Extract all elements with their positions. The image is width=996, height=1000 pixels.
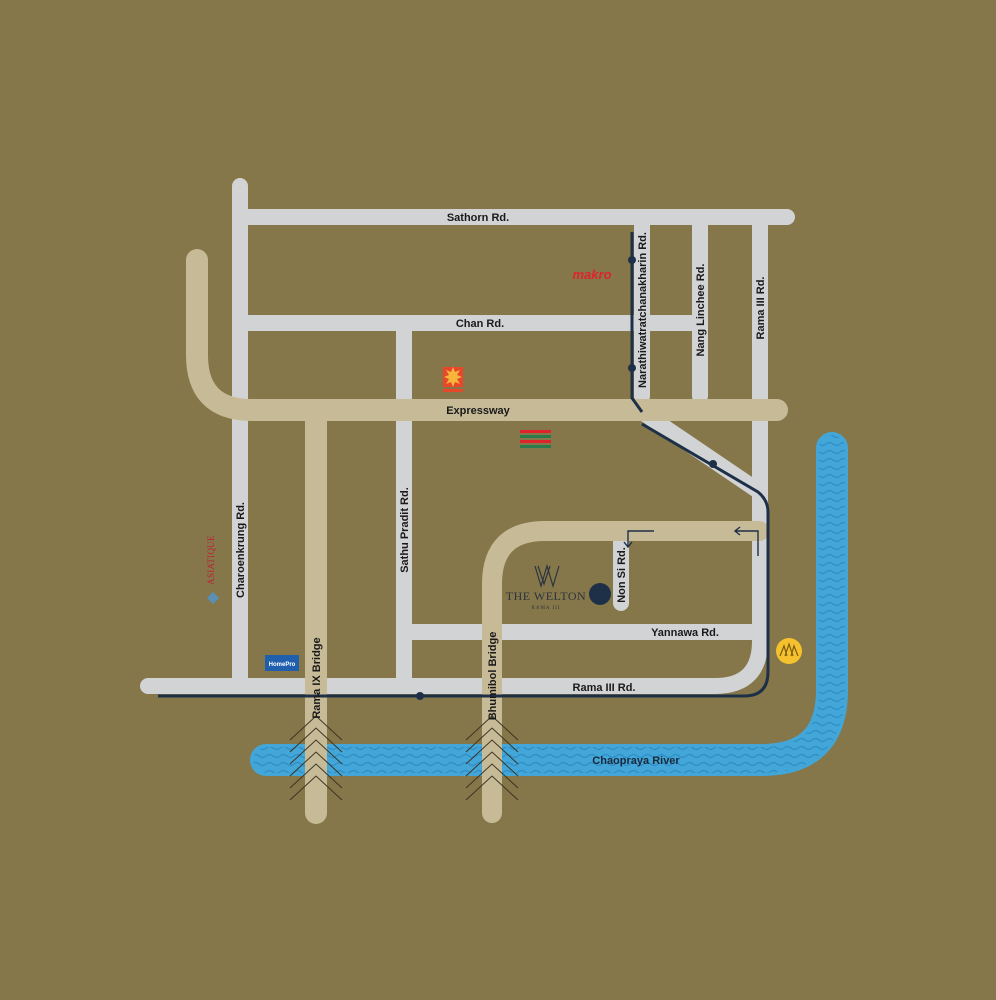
the-welton-landmark: THE WELTON RAMA III [506,563,611,611]
asiatique-ferris-icon [207,592,219,604]
non-si-road-label: Non Si Rd. [616,547,628,603]
welton-subtitle: RAMA III [532,606,561,611]
diagonal-road [634,404,768,500]
chan-road-label: Chan Rd. [456,318,504,330]
rama3-road-label: Rama III Rd. [573,682,636,694]
lotus-mall-logo-icon [520,430,551,448]
expressway-label: Expressway [446,405,510,417]
chaopraya-river [250,432,848,776]
nang-linchee-road-label: Nang Linchee Rd. [695,264,707,357]
bhumibol-bridge-label: Bhumibol Bridge [487,632,499,721]
transit-station [628,256,636,264]
narathiwat-road-label: Narathiwatratchanakharin Rd. [637,232,649,388]
transit-stations [416,256,717,700]
expressway-loop [482,521,769,823]
sathu-pradit-road-label: Sathu Pradit Rd. [399,487,411,573]
rama3-road [140,633,768,694]
asiatique-landmark: ASIATIQUE [206,535,219,604]
expressway [186,249,788,421]
bhumibol-bridge-towers-icon [465,715,519,801]
chaopraya-river-label: Chaopraya River [592,755,680,767]
welton-logo-icon [534,563,560,589]
rama9-bridge-towers-icon [289,715,343,801]
asiatique-logo: ASIATIQUE [206,535,216,585]
rama3-vertical-road-label: Rama III Rd. [755,277,767,340]
yannawa-road-label: Yannawa Rd. [651,627,719,639]
shopping-mall-logo-icon [443,367,463,392]
transit-station [416,692,424,700]
expressway-roads [186,249,788,824]
transit-station [709,460,717,468]
welton-location-marker [589,583,611,605]
transit-station [628,364,636,372]
charoenkrung-road-label: Charoenkrung Rd. [235,502,247,598]
krungsri-logo-icon [776,638,802,664]
welton-title: THE WELTON [506,589,586,603]
local-roads [140,178,795,694]
rama9-bridge-label: Rama IX Bridge [311,637,323,718]
direction-arrows-icon [623,526,759,556]
sathorn-road-label: Sathorn Rd. [447,212,509,224]
makro-logo: makro [572,267,611,282]
homepro-logo: HomePro [269,662,296,668]
transit-line [158,232,770,698]
homepro-landmark: HomePro [265,655,299,671]
